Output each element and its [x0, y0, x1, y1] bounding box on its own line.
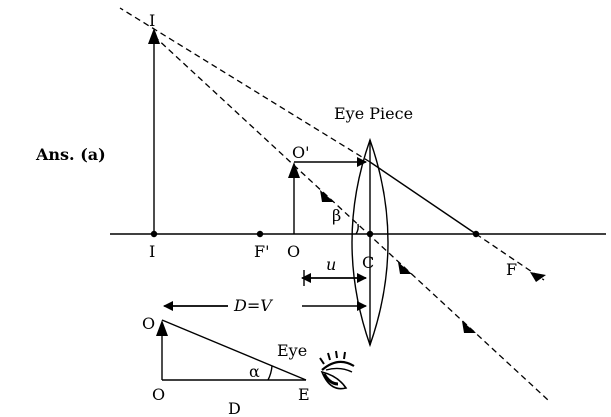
- focus-left-label: F': [254, 242, 270, 261]
- refracted-ray-outgoing: [475, 233, 545, 281]
- refracted-ray-extension: [119, 7, 371, 163]
- focus-left-dot: [256, 230, 264, 238]
- alpha-arc: [267, 365, 273, 381]
- center-label: C: [362, 253, 374, 272]
- focus-right-label: F: [506, 260, 517, 279]
- small-object-base-label: O: [152, 385, 165, 404]
- central-ray-arrow-3: [462, 321, 476, 333]
- image-top-label: I: [149, 11, 155, 30]
- answer-label: Ans. (a): [35, 145, 106, 164]
- small-e-label: E: [298, 385, 310, 404]
- central-ray-arrow-1: [320, 190, 334, 202]
- focus-right-dot: [472, 230, 480, 238]
- eye-piece-label: Eye Piece: [334, 104, 413, 123]
- eye-label: Eye: [277, 341, 307, 360]
- central-ray-arrow-2: [398, 262, 412, 274]
- small-d-label: D: [228, 399, 241, 417]
- object-arrow-head: [288, 162, 300, 178]
- outgoing-ray-arrowhead: [530, 272, 546, 282]
- small-object-top-label: O: [142, 314, 155, 333]
- image-base-label: I: [149, 242, 155, 261]
- central-ray: [153, 35, 549, 401]
- d-equals-v-label: D=V: [233, 296, 273, 315]
- image-base-dot: [150, 230, 158, 238]
- lens-center-dot: [366, 230, 374, 238]
- small-hypotenuse: [161, 319, 307, 381]
- small-object-arrowhead: [156, 320, 168, 336]
- object-top-label: O': [292, 143, 310, 162]
- refracted-ray-segment: [369, 161, 477, 235]
- u-label: u: [326, 255, 336, 274]
- beta-arc: [355, 223, 359, 235]
- eye-icon: [319, 350, 355, 390]
- object-base-label: O: [287, 242, 300, 261]
- alpha-label: α: [249, 362, 260, 381]
- beta-label: β: [332, 206, 341, 225]
